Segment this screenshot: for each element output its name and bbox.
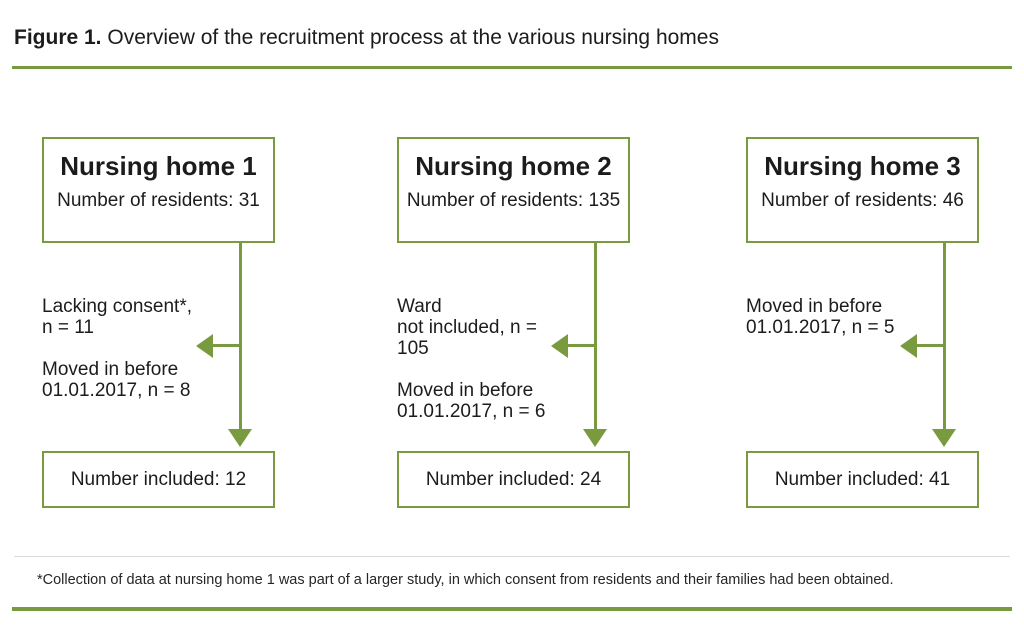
nursing-home-2-included: Number included: 24 (425, 468, 602, 490)
nursing-home-3-title: Nursing home 3 (764, 151, 961, 181)
nursing-home-3-exclusions: Moved in before 01.01.2017, n = 5 (746, 296, 895, 338)
nursing-home-2-residents: Number of residents: 135 (406, 190, 621, 211)
nursing-home-2-title: Nursing home 2 (415, 151, 612, 181)
nursing-home-3-box: Nursing home 3 Number of residents: 46 (746, 137, 979, 243)
footnote-divider (14, 556, 1010, 557)
flow-arrow-line (943, 243, 946, 431)
footnote-text: *Collection of data at nursing home 1 wa… (37, 572, 894, 588)
figure-label: Figure 1. (14, 26, 102, 49)
left-arrowhead-icon (900, 334, 917, 358)
exclusion-branch-line (212, 344, 241, 347)
nursing-home-1-exclusions: Lacking consent*, n = 11 Moved in before… (42, 296, 192, 401)
down-arrowhead-icon (932, 429, 956, 447)
flow-arrow-line (594, 243, 597, 431)
nursing-home-3-residents: Number of residents: 46 (761, 190, 964, 211)
nursing-home-2-box: Nursing home 2 Number of residents: 135 (397, 137, 630, 243)
down-arrowhead-icon (583, 429, 607, 447)
left-arrowhead-icon (551, 334, 568, 358)
nursing-home-1-included-box: Number included: 12 (42, 451, 275, 508)
nursing-home-3-included: Number included: 41 (774, 468, 951, 490)
flow-arrow-line (239, 243, 242, 431)
nursing-home-2-column: Nursing home 2 Number of residents: 135 … (397, 0, 630, 560)
nursing-home-1-title: Nursing home 1 (60, 151, 257, 181)
title-rule (12, 66, 1012, 69)
nursing-home-1-included: Number included: 12 (70, 468, 247, 490)
nursing-home-3-column: Nursing home 3 Number of residents: 46 M… (746, 0, 979, 560)
nursing-home-1-box: Nursing home 1 Number of residents: 31 (42, 137, 275, 243)
nursing-home-2-included-box: Number included: 24 (397, 451, 630, 508)
left-arrowhead-icon (196, 334, 213, 358)
figure-caption: Overview of the recruitment process at t… (107, 26, 719, 49)
bottom-rule (12, 607, 1012, 611)
figure-title: Figure 1. Overview of the recruitment pr… (14, 26, 719, 50)
nursing-home-1-column: Nursing home 1 Number of residents: 31 L… (42, 0, 275, 560)
nursing-home-2-exclusions: Ward not included, n = 105 Moved in befo… (397, 296, 546, 422)
nursing-home-1-residents: Number of residents: 31 (57, 190, 260, 211)
down-arrowhead-icon (228, 429, 252, 447)
exclusion-branch-line (916, 344, 945, 347)
exclusion-branch-line (567, 344, 596, 347)
nursing-home-3-included-box: Number included: 41 (746, 451, 979, 508)
